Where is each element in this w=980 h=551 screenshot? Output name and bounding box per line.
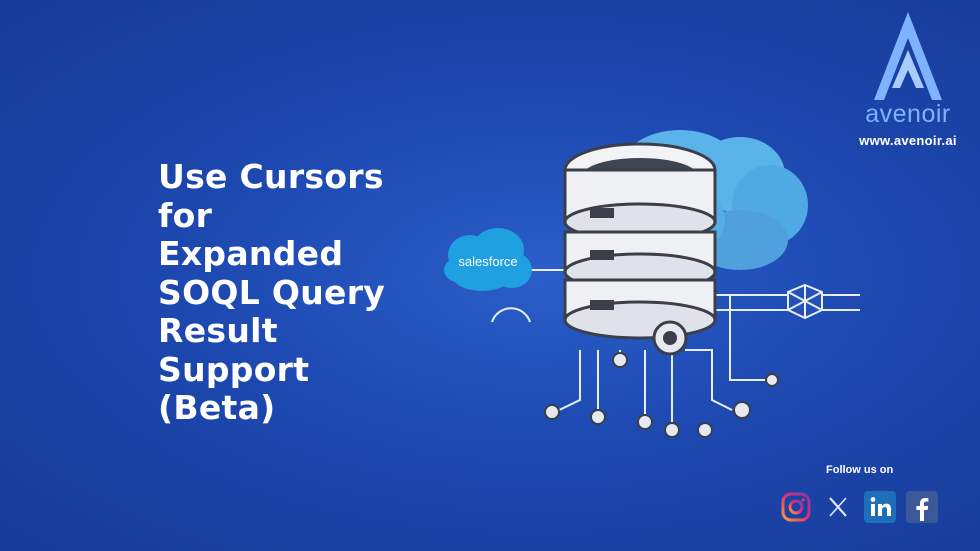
database-server-icon: salesforce: [444, 130, 860, 438]
avenoir-a-logo-icon: [874, 12, 942, 100]
headline-line-3: Expanded: [158, 234, 344, 273]
instagram-icon[interactable]: [780, 491, 812, 523]
x-icon[interactable]: [822, 491, 854, 523]
brand-url[interactable]: www.avenoir.ai: [859, 133, 957, 148]
facebook-icon[interactable]: [906, 491, 938, 523]
headline-line-7: (Beta): [158, 388, 276, 427]
linkedin-icon[interactable]: [864, 491, 896, 523]
headline-line-4: SOQL Query: [158, 272, 386, 312]
headline-line-6: Support: [158, 349, 310, 389]
headline-line-2: for: [158, 195, 213, 235]
brand-logo[interactable]: avenoir www.avenoir.ai: [846, 10, 970, 148]
social-links: [780, 491, 938, 523]
salesforce-label: salesforce: [458, 254, 517, 269]
brand-name: avenoir: [865, 100, 951, 128]
follow-heading: Follow us on: [826, 464, 894, 476]
headline-line-1: Use Cursors: [158, 157, 384, 196]
headline: Use Cursors for Expanded SOQL Query Resu…: [158, 157, 448, 428]
database-illustration: salesforce: [440, 100, 870, 454]
headline-line-5: Result: [158, 311, 278, 350]
network-node-icon: [787, 283, 823, 320]
salesforce-cloud-icon: salesforce: [444, 228, 532, 291]
